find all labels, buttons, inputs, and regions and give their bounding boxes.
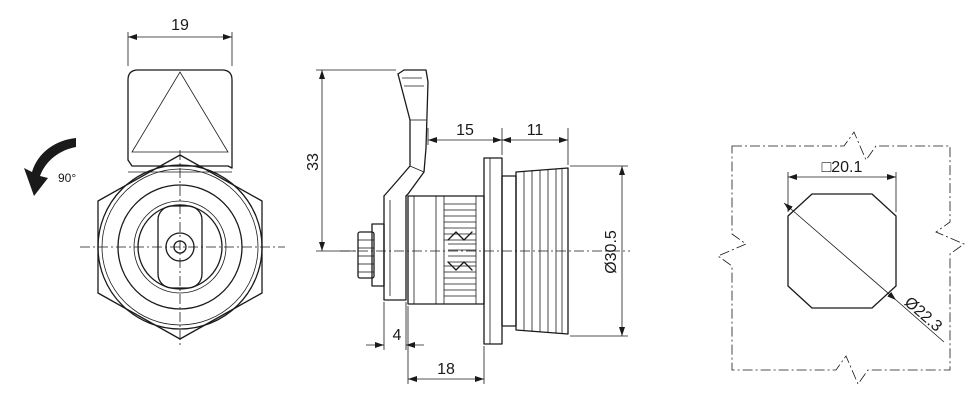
flange-length-label: 11 [527,122,544,139]
flange-diameter-label: Ø30.5 [603,230,620,274]
rotation-arrow-icon [24,138,76,196]
front-view: 19 90° [24,17,285,345]
rotation-angle-label: 90° [58,171,76,185]
side-view: 33 15 11 Ø30.5 4 18 [305,69,630,384]
cutout-square-label: □20.1 [822,159,863,176]
total-length-label: 18 [437,361,455,378]
cutout-diameter-label: Ø22.3 [901,294,945,335]
cutout-view: □20.1 Ø22.3 [717,131,965,385]
lever-offset-label: 4 [393,327,402,344]
lever-width-label: 19 [171,17,189,34]
height-label: 33 [305,153,322,171]
body-length-label: 15 [456,122,474,139]
